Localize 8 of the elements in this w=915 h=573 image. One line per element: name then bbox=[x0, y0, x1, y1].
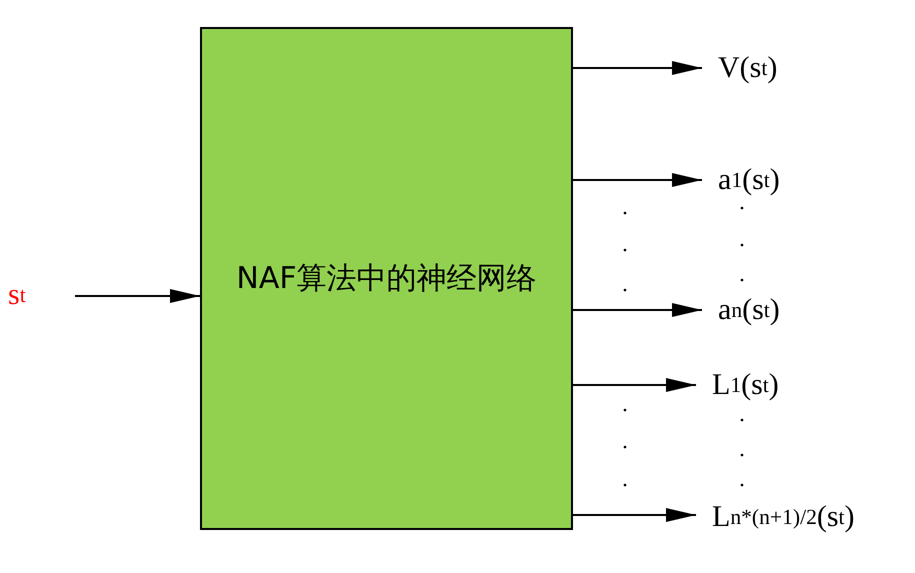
arrow bbox=[75, 289, 200, 303]
arrow bbox=[573, 61, 702, 75]
arrow bbox=[573, 508, 696, 522]
arrow bbox=[573, 303, 702, 317]
box-title: NAF算法中的神经网络 bbox=[235, 260, 538, 298]
arrow bbox=[573, 173, 702, 187]
arrow bbox=[573, 378, 696, 392]
process-box bbox=[200, 27, 573, 530]
